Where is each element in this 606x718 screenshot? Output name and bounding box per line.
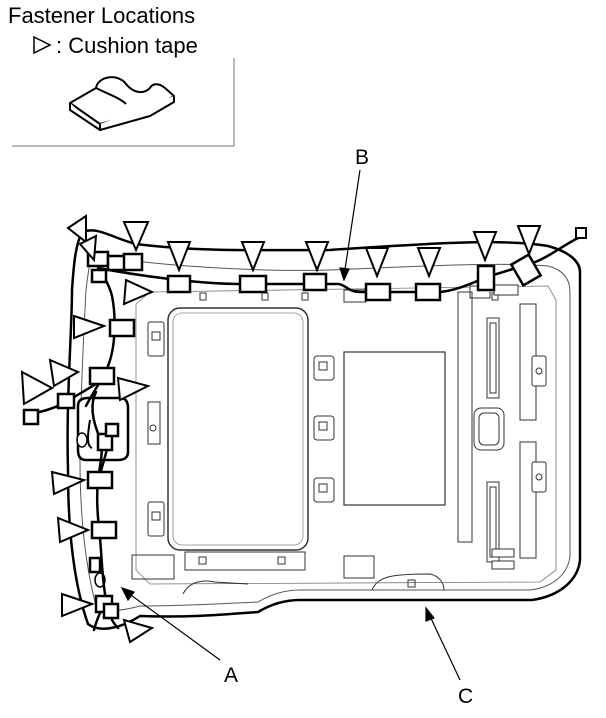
- cushion-tape-marker: [304, 241, 330, 273]
- cushion-tape-marker: [50, 470, 87, 496]
- cushion-tape-marker: [166, 241, 192, 273]
- legend: : Cushion tape: [32, 33, 198, 59]
- cushion-tape-marker: [122, 278, 155, 306]
- fastener-clip: [108, 318, 136, 338]
- diagram-title: Fastener Locations: [8, 3, 196, 28]
- cushion-tape-marker: [73, 314, 107, 340]
- callout-c: C: [458, 685, 473, 708]
- callout-b: B: [355, 146, 369, 169]
- fastener-clip: [22, 408, 40, 426]
- fastener-clip: [238, 274, 268, 294]
- cushion-tape-marker: [472, 231, 498, 263]
- leader-lines: [120, 169, 461, 681]
- fastener-clip: [56, 392, 76, 410]
- cushion-tape-marker: [116, 376, 151, 402]
- fastener-clip: [122, 252, 144, 272]
- legend-text: : Cushion tape: [56, 33, 198, 58]
- cushion-tape-marker: [416, 247, 442, 279]
- fastener-clip: [414, 282, 442, 302]
- fastener-clip: [509, 252, 543, 288]
- fastener-clips: [22, 227, 587, 620]
- fastener-clip: [102, 602, 120, 620]
- fastener-clip: [476, 264, 496, 292]
- cushion-tape-marker: [48, 358, 81, 388]
- cushion-tape-marker: [122, 618, 155, 644]
- fastener-clip: [302, 272, 328, 292]
- cushion-tape-marker: [61, 592, 95, 618]
- cushion-tape-marker: [66, 214, 87, 245]
- cushion-tape-marker: [516, 225, 542, 257]
- rear-panel: [343, 351, 446, 506]
- inset-frame: [12, 58, 235, 147]
- cushion-tape-marker: [240, 241, 266, 273]
- fastener-clip: [86, 470, 114, 490]
- fastener-clip: [88, 366, 116, 386]
- cushion-tape-markers: [20, 214, 542, 644]
- cushion-tape-triangle-icon: [33, 35, 52, 55]
- headliner-panel: [66, 229, 582, 630]
- cushion-tape-marker: [364, 247, 390, 279]
- callout-a: A: [224, 664, 238, 687]
- sunroof-opening: [167, 307, 309, 551]
- console-cutout: [76, 396, 130, 462]
- fastener-clip: [364, 282, 392, 302]
- fastener-clip: [88, 556, 102, 574]
- cushion-tape-marker: [20, 370, 55, 406]
- fastener-clip: [90, 520, 118, 540]
- cushion-tape-icon: [69, 76, 175, 131]
- fastener-clip: [90, 268, 108, 284]
- cushion-tape-marker: [56, 516, 91, 544]
- cushion-tape-marker: [122, 221, 150, 253]
- cushion-tape-marker: [78, 234, 98, 263]
- fastener-clip: [166, 274, 192, 294]
- fastener-clip: [104, 422, 120, 438]
